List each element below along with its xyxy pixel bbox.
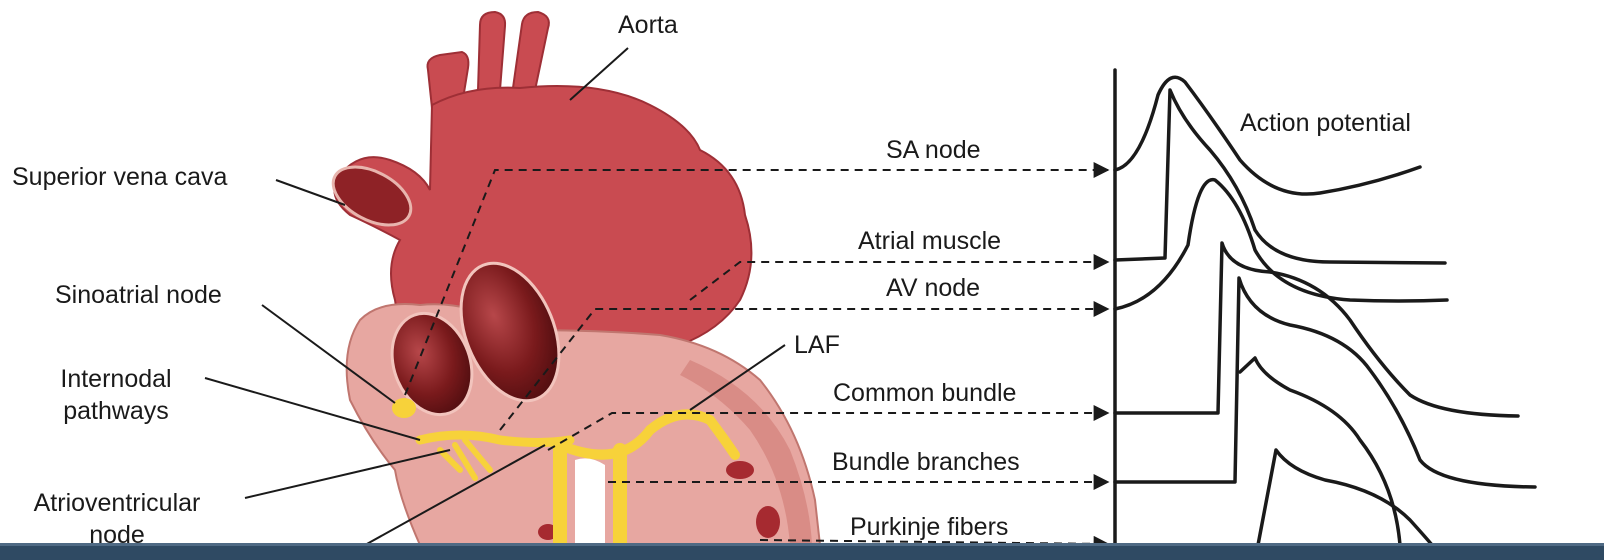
label-internodal-line2: pathways bbox=[40, 396, 192, 426]
label-av-node: AV node bbox=[886, 273, 980, 303]
label-laf: LAF bbox=[794, 330, 840, 360]
bundle-split-white bbox=[575, 458, 605, 545]
action-potential-panel bbox=[1115, 70, 1535, 545]
label-internodal-line1: Internodal bbox=[40, 364, 192, 394]
label-purkinje-fibers: Purkinje fibers bbox=[850, 512, 1008, 542]
label-sa-node: SA node bbox=[886, 135, 981, 165]
label-aorta: Aorta bbox=[618, 10, 678, 40]
label-sinoatrial-node: Sinoatrial node bbox=[55, 280, 222, 310]
sinoatrial-node-shape bbox=[392, 398, 416, 418]
trace-bundle-branches bbox=[1115, 278, 1535, 487]
bottom-bar bbox=[0, 543, 1604, 560]
label-common-bundle: Common bundle bbox=[833, 378, 1016, 408]
spot-1 bbox=[726, 461, 754, 479]
label-atrial-muscle: Atrial muscle bbox=[858, 226, 1001, 256]
spot-2 bbox=[756, 506, 780, 538]
vessel-branch-2 bbox=[478, 12, 505, 90]
label-action-potential: Action potential bbox=[1240, 108, 1411, 138]
label-superior-vena-cava: Superior vena cava bbox=[12, 162, 227, 192]
trace-purkinje bbox=[1258, 450, 1432, 545]
label-bundle-branches: Bundle branches bbox=[832, 447, 1020, 477]
vessel-branch-3 bbox=[512, 12, 549, 95]
heart-illustration bbox=[324, 12, 820, 545]
label-av-node-line1: Atrioventricular bbox=[14, 488, 220, 518]
